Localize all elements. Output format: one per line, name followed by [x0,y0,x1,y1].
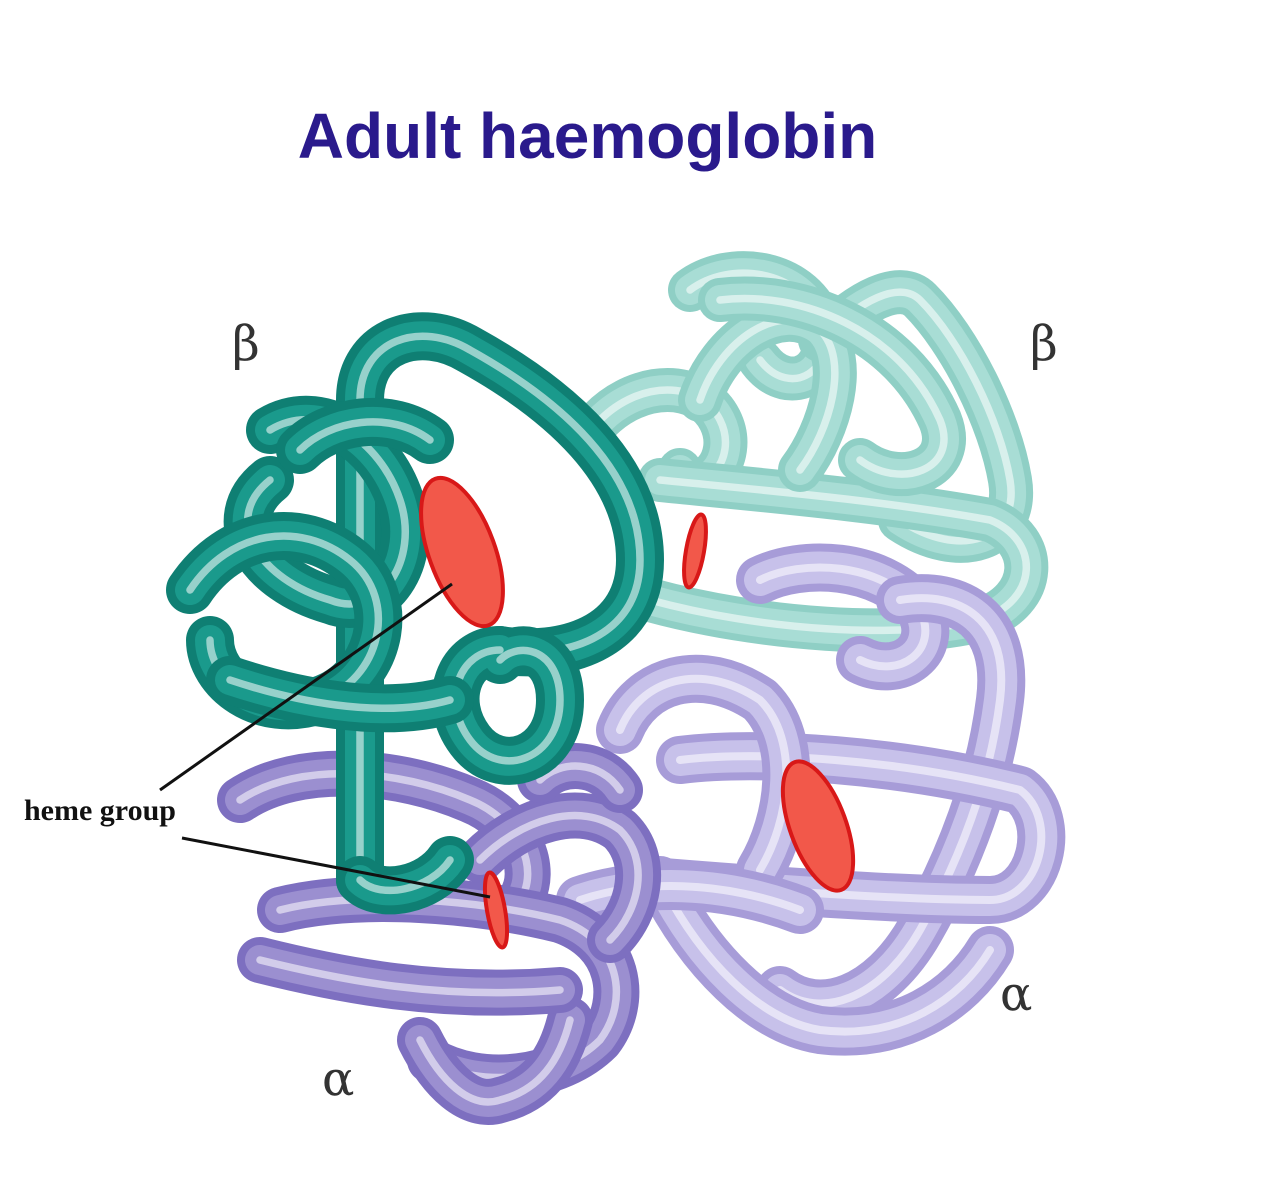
beta-subunit-right [578,251,1049,653]
alpha-subunit-right [556,543,1066,1056]
heme-group-beta-left [419,475,505,629]
callout-line-lower [181,836,491,899]
heme-group-alpha-right [780,759,856,893]
alpha-subunit-left [217,743,662,1125]
heme-group-alpha-left [482,870,510,950]
label-heme-group: heme group [24,794,176,827]
label-beta-right: β [1030,316,1058,372]
label-beta-left: β [232,316,260,372]
beta-left-tube [166,312,664,915]
heme-groups [419,475,856,950]
beta-subunit-left [166,312,664,915]
beta-right-tube [578,251,1049,653]
label-alpha-left: α [322,1051,354,1107]
heme-group-beta-right [682,512,708,590]
alpha-left-tube [217,743,662,1125]
callout-line-upper [159,582,453,792]
heme-callout-lines [159,582,491,899]
diagram-title: Adult haemoglobin [297,100,878,172]
label-alpha-right: α [1000,966,1032,1022]
alpha-right-tube [556,543,1066,1056]
